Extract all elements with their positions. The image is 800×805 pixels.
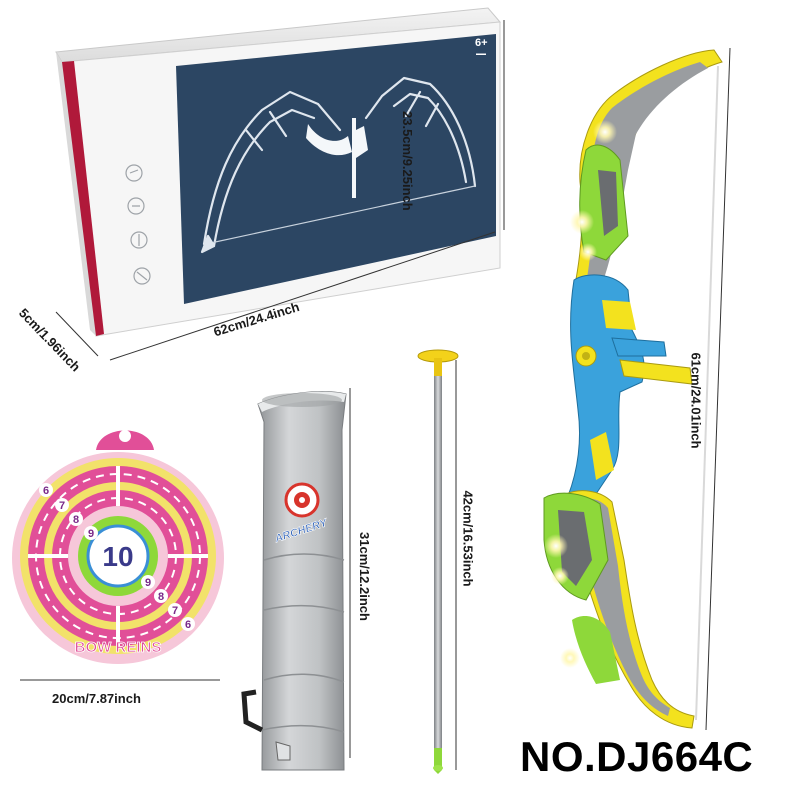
box-height-label: 23.5cm/9.25inch — [400, 111, 415, 211]
bow-length-label: 61cm/24.01inch — [688, 352, 704, 449]
feature-icon-4 — [133, 267, 151, 285]
arrow-shaft — [434, 376, 442, 748]
ring-number: 7 — [59, 500, 65, 512]
ring-number: 6 — [185, 619, 191, 631]
box-feature-icons — [125, 164, 151, 285]
quiver-height-label: 31cm/12.2inch — [356, 532, 372, 621]
ring-number: 8 — [73, 514, 79, 526]
ring-number: 7 — [172, 605, 178, 617]
target-width-label: 20cm/7.87inch — [52, 691, 141, 706]
ring-number: 6 — [43, 485, 49, 497]
box-depth-line — [55, 311, 99, 357]
age-badge: 6+ — [475, 37, 488, 49]
quiver: ARCHERY — [241, 391, 347, 771]
arrow-length-label: 42cm/16.53inch — [460, 490, 476, 587]
feature-icon-1 — [125, 164, 143, 182]
box-panel — [176, 34, 496, 304]
box-dimension-lines — [55, 20, 505, 361]
ring-number: 9 — [88, 528, 94, 540]
packaging-box: 6+ ▬▬ — [55, 7, 502, 337]
bowstring — [695, 65, 719, 721]
box-bow-artwork — [200, 76, 477, 254]
feature-icon-2 — [127, 197, 145, 215]
target-center-number: 10 — [102, 541, 133, 572]
ring-number: 8 — [158, 591, 164, 603]
box-width-line — [109, 231, 496, 361]
target-brand-text: BOW REINS — [75, 639, 162, 656]
quiver-belt-clip — [241, 689, 264, 733]
svg-text:▬▬: ▬▬ — [476, 51, 486, 57]
bow-length-line — [705, 47, 731, 731]
dart-target: 6 7 8 9 9 8 7 6 10 BOW REINS — [12, 430, 224, 664]
arrow — [417, 349, 459, 774]
feature-icon-3 — [130, 231, 148, 249]
target-bullseye — [86, 524, 150, 588]
box-stripe — [62, 61, 104, 336]
ring-number: 9 — [145, 577, 151, 589]
model-number: NO.DJ664C — [520, 733, 754, 780]
bow — [543, 49, 723, 729]
